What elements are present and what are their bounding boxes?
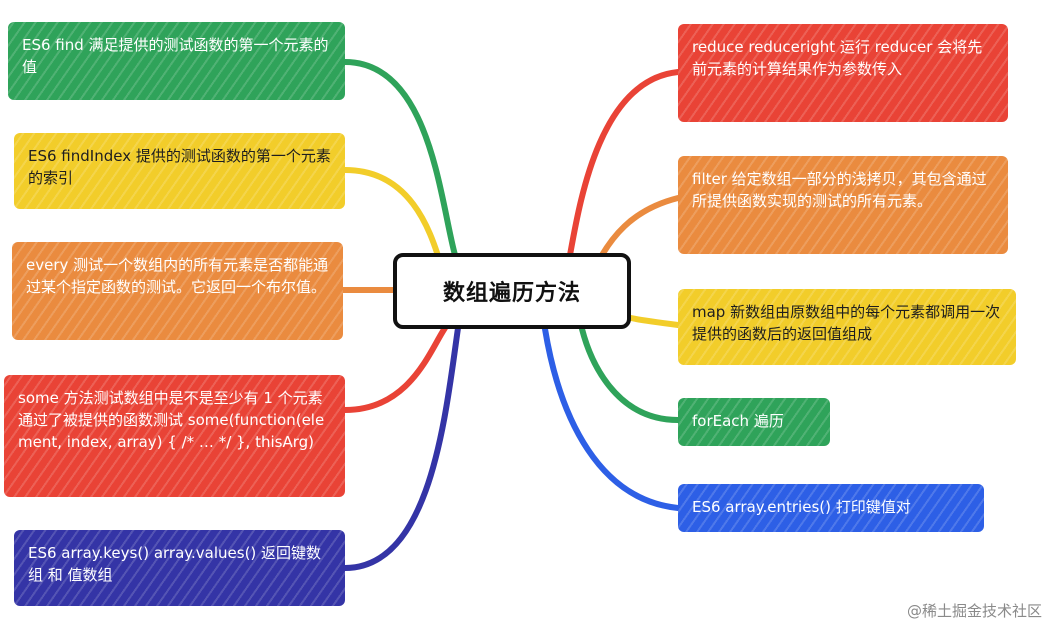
node-keys-values-text: ES6 array.keys() array.values() 返回键数组 和 … [28, 544, 322, 584]
node-findindex-text: ES6 findIndex 提供的测试函数的第一个元素的索引 [28, 147, 331, 187]
node-reduce: reduce reduceright 运行 reducer 会将先前元素的计算结… [678, 24, 1008, 122]
node-reduce-text: reduce reduceright 运行 reducer 会将先前元素的计算结… [692, 38, 983, 78]
connector-findindex [342, 167, 443, 265]
node-findindex: ES6 findIndex 提供的测试函数的第一个元素的索引 [14, 133, 345, 209]
node-foreach-text: forEach 遍历 [692, 412, 784, 430]
node-filter-text: filter 给定数组一部分的浅拷贝，其包含通过所提供函数实现的测试的所有元素。 [692, 170, 987, 210]
node-some: some 方法测试数组中是不是至少有 1 个元素通过了被提供的函数测试 some… [4, 375, 345, 497]
connector-find [342, 59, 458, 258]
connector-reduce [567, 69, 681, 258]
node-foreach: forEach 遍历 [678, 398, 830, 446]
connector-entries [542, 326, 681, 511]
node-map: map 新数组由原数组中的每个元素都调用一次提供的函数后的返回值组成 [678, 289, 1016, 365]
connector-foreach [579, 326, 681, 423]
node-some-text: some 方法测试数组中是不是至少有 1 个元素通过了被提供的函数测试 some… [18, 389, 325, 451]
connector-map [628, 315, 681, 328]
node-find: ES6 find 满足提供的测试函数的第一个元素的值 [8, 22, 345, 100]
node-filter: filter 给定数组一部分的浅拷贝，其包含通过所提供函数实现的测试的所有元素。 [678, 156, 1008, 254]
central-topic-label: 数组遍历方法 [442, 281, 581, 306]
node-every: every 测试一个数组内的所有元素是否都能通过某个指定函数的测试。它返回一个布… [12, 242, 343, 340]
node-find-text: ES6 find 满足提供的测试函数的第一个元素的值 [22, 36, 329, 76]
node-every-text: every 测试一个数组内的所有元素是否都能通过某个指定函数的测试。它返回一个布… [26, 256, 329, 296]
node-keys-values: ES6 array.keys() array.values() 返回键数组 和 … [14, 530, 345, 606]
watermark: @稀土掘金技术社区 [906, 602, 1042, 620]
connector-keys-values [342, 325, 461, 571]
central-topic: 数组遍历方法 [393, 253, 631, 329]
node-entries: ES6 array.entries() 打印键值对 [678, 484, 984, 532]
connector-some [342, 325, 448, 413]
node-map-text: map 新数组由原数组中的每个元素都调用一次提供的函数后的返回值组成 [692, 303, 1001, 343]
node-entries-text: ES6 array.entries() 打印键值对 [692, 498, 911, 516]
